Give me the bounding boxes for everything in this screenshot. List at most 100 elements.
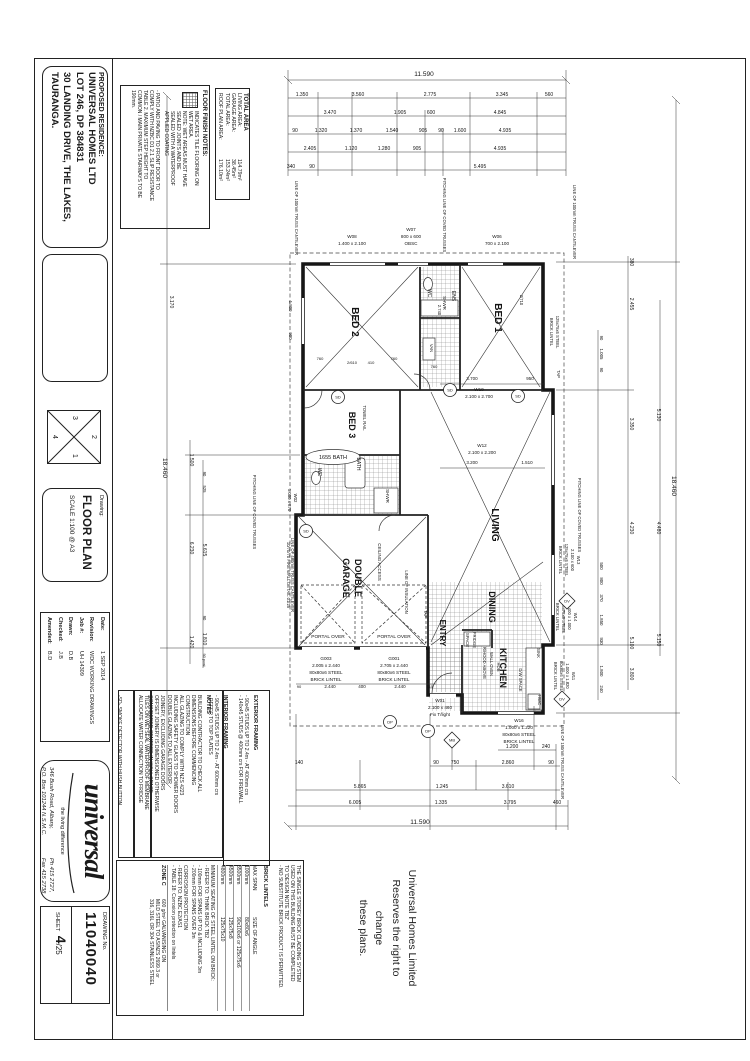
plan-text: 3.795 xyxy=(504,800,517,806)
plan-text: 1.000 x 870 xyxy=(287,489,292,512)
sd-symbol-icon: SD xyxy=(299,524,313,538)
plan-text: 90 xyxy=(202,616,207,621)
truss-cantilever-outline xyxy=(289,252,565,727)
plan-text: 18.460 xyxy=(161,458,168,478)
plan-text: 800 xyxy=(599,577,604,585)
plan-text: 3.700 xyxy=(466,376,478,381)
plan-text: BED 2 xyxy=(349,307,360,337)
plan-text: 6.005 xyxy=(349,800,362,806)
bath-callout-oval xyxy=(305,449,361,465)
plan-text: 905 xyxy=(419,128,428,134)
svg-text:DP: DP xyxy=(387,720,393,725)
plan-text: 410 xyxy=(368,360,375,365)
dp-symbol-icon: DP xyxy=(421,724,435,738)
plan-text: 3.560 xyxy=(352,92,365,98)
plan-text: 5.130 xyxy=(655,409,661,422)
plan-text: 3.345 xyxy=(496,92,509,98)
plan-text: LINE OF INSULATION xyxy=(404,570,409,613)
plan-text: DINING xyxy=(487,591,497,623)
plan-text: 6.230 xyxy=(188,542,194,555)
plan-text: PORTAL OVER xyxy=(377,634,411,640)
plan-text: G001 xyxy=(388,656,400,661)
plan-text: PITCHING LINE OF COVED TRUSSES xyxy=(577,478,582,553)
plan-text: 90 xyxy=(202,472,207,477)
svg-text:DV: DV xyxy=(559,697,565,702)
plan-text: FRIDGE xyxy=(472,632,477,648)
plan-text: 1.810 xyxy=(201,633,207,646)
plan-text: 1.600 xyxy=(454,128,467,134)
plan-text: D/W SPACE xyxy=(518,668,523,691)
plan-text: 760 xyxy=(391,356,398,361)
plan-text: 1.850 xyxy=(599,615,604,627)
plan-text: 1.335 xyxy=(435,800,448,806)
plan-text: 340 xyxy=(287,164,296,170)
plan-text: VAN xyxy=(429,344,434,352)
plan-text: TAP xyxy=(423,610,428,618)
plan-text: 5.615 xyxy=(201,544,207,557)
plan-text: G003 xyxy=(320,656,332,661)
plan-text: 3.350 xyxy=(628,418,634,431)
plan-text: 4.935 xyxy=(494,146,507,152)
plan-text: 2.440 xyxy=(394,684,406,689)
plan-text: 800 x 600 xyxy=(401,234,422,239)
plan-text: 760 xyxy=(431,364,438,369)
plan-text: 1655 BATH xyxy=(319,455,347,461)
plan-text: 560 xyxy=(545,92,554,98)
plan-text: BRICK LINTEL xyxy=(549,318,554,347)
fixtures xyxy=(305,277,543,711)
plan-text: 760 xyxy=(317,356,324,361)
plan-text: 4.935 xyxy=(499,128,512,134)
door-arcs xyxy=(303,373,453,694)
plan-text: 2/610 xyxy=(347,360,358,365)
plan-text: 2.440 xyxy=(324,684,336,689)
dv-symbol-icon: DV xyxy=(558,592,576,610)
plan-text: LINE OF 100mm TRUSS CANTILEVER xyxy=(572,185,577,259)
plan-text: 2.005 x 2.440 xyxy=(312,663,340,668)
plan-text: BRICK LINTEL xyxy=(553,662,558,691)
plan-text: SINK xyxy=(536,648,541,658)
ensuite-toilet-icon xyxy=(423,277,433,291)
plan-text: 1.510 xyxy=(521,460,533,465)
sd-symbol-icon: SD xyxy=(443,383,457,397)
mb-symbol-icon: MB xyxy=(443,731,461,749)
plan-text: 1.320 xyxy=(315,128,328,134)
plan-text: 2.405 xyxy=(304,146,317,152)
plan-text: 1.370 xyxy=(350,128,363,134)
plan-text: 90 post xyxy=(202,653,207,667)
plan-text: 1.800 xyxy=(288,301,293,312)
plan-text: HWC xyxy=(537,695,542,705)
svg-text:SD: SD xyxy=(447,388,453,393)
plan-text: 80x80x6 STEEL xyxy=(309,670,343,675)
plan-text: 900 xyxy=(288,332,293,340)
plan-text: 2.455 xyxy=(628,298,634,311)
svg-text:DP: DP xyxy=(425,729,431,734)
plan-text: 1.200 xyxy=(506,744,519,750)
plan-text: CEILING ACCESS xyxy=(377,543,382,581)
plan-text: 1.400 x 2.100 xyxy=(338,241,366,246)
plan-text: W12 xyxy=(477,443,487,448)
plan-text: 11.590 xyxy=(414,71,434,78)
svg-text:SD: SD xyxy=(303,529,309,534)
universal-logo-box: universal the living difference 346 Bush… xyxy=(40,760,110,902)
plan-text: 4.845 xyxy=(494,110,507,116)
plan-text: 380 xyxy=(628,258,634,267)
plan-text: 1.120 xyxy=(345,146,358,152)
plan-text: LINE OF 150mm TRUSS CANTILEVER xyxy=(560,725,565,799)
fridge-space-icon xyxy=(463,631,491,647)
plan-text: 930 xyxy=(599,637,604,645)
diamond-cross-icon xyxy=(48,411,100,463)
plan-text: 18.460 xyxy=(670,476,677,496)
plan-text: 1.905 xyxy=(394,110,407,116)
revision-diamond: 2 3 1 4 xyxy=(47,410,101,464)
plan-text: W06 xyxy=(492,234,502,239)
plan-text: BRICK LINTEL xyxy=(311,677,342,682)
plan-text: 400 xyxy=(358,684,366,689)
plan-text: 90 xyxy=(438,128,444,134)
plan-text: TAP xyxy=(556,370,561,378)
plan-text: Fix T/light xyxy=(430,712,451,717)
plan-text: 5.865 xyxy=(354,784,367,790)
plan-text: 125x75x8 STEEL xyxy=(561,601,566,634)
plan-text: BED 3 xyxy=(347,412,357,439)
